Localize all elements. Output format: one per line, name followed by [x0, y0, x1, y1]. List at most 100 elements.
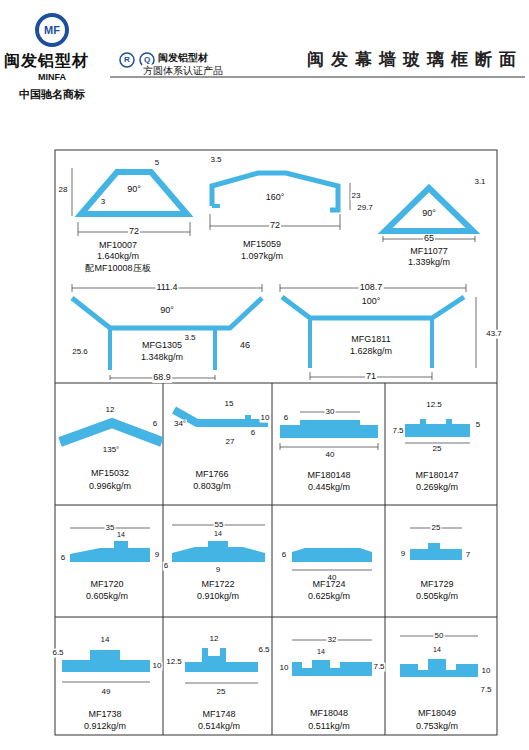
profile-code: MFG1811 — [350, 335, 391, 345]
dimension-value: 27 — [225, 438, 236, 447]
dimension-value: 9 — [400, 550, 406, 559]
cert-mark: R — [123, 56, 131, 65]
unit-weight: 1.640kg/m — [96, 252, 140, 262]
profile-code: MF18048 — [309, 709, 349, 719]
dimension-value: 35 — [105, 524, 116, 533]
logo-mark: MF — [43, 24, 61, 36]
dimension-value: 25 — [432, 445, 443, 454]
dimension-value: 10 — [481, 667, 492, 676]
dimension-value: 10 — [152, 662, 163, 671]
dimension-value: 15 — [224, 400, 235, 409]
angle-dimension: 90° — [126, 185, 142, 195]
dimension-value: 6 — [152, 420, 158, 429]
dimension-value: 72 — [128, 227, 140, 237]
dimension-value: 6 — [250, 429, 256, 438]
dimension-value: 7.5 — [372, 663, 385, 672]
dimension-value: 65 — [423, 234, 435, 244]
profile-code: MF1766 — [194, 470, 229, 480]
unit-weight: 0.625kg/m — [307, 592, 351, 602]
unit-weight: 1.348kg/m — [140, 353, 184, 363]
dimension-value: 14 — [316, 648, 326, 656]
profile-code: MF1720 — [89, 580, 124, 590]
angle-dimension: 90° — [421, 209, 437, 219]
dimension-value: 5 — [475, 421, 481, 430]
dimension-value: 30 — [325, 408, 336, 417]
unit-weight: 1.628kg/m — [349, 347, 393, 357]
profile-code: MF1738 — [87, 710, 122, 720]
dimension-value: 43.7 — [485, 330, 503, 339]
angle-dimension: 160° — [265, 193, 286, 203]
dimension-value: 71 — [365, 372, 377, 382]
brand-name: 闽发铝型材 — [3, 52, 90, 70]
unit-weight: 0.605kg/m — [85, 592, 129, 602]
dimension-value: 5 — [154, 159, 160, 168]
dimension-value: 12 — [105, 406, 116, 415]
unit-weight: 0.910kg/m — [196, 592, 240, 602]
profile-code: MF180147 — [414, 471, 459, 481]
note-text: 配MF10008压板 — [84, 264, 151, 274]
dimension-value: 111.4 — [155, 283, 178, 293]
unit-weight: 0.996kg/m — [88, 482, 132, 492]
dimension-value: 12.5 — [165, 658, 183, 667]
unit-weight: 0.269kg/m — [415, 483, 459, 493]
dimension-value: 7.5 — [391, 427, 404, 436]
profile-code: MF1748 — [201, 710, 236, 720]
unit-weight: 0.514kg/m — [197, 722, 241, 732]
dimension-value: 49 — [101, 688, 112, 697]
dimension-value: 7 — [465, 551, 471, 560]
unit-weight: 1.097kg/m — [240, 252, 284, 262]
profile-code: MF1724 — [311, 580, 346, 590]
angle-dimension: 34° — [173, 420, 187, 429]
angle-dimension: 90° — [159, 306, 175, 316]
dimension-value: 3 — [100, 198, 106, 207]
dimension-value: 6.5 — [51, 649, 64, 658]
dimension-value: 6.5 — [257, 646, 270, 655]
dimension-value: 3.5 — [183, 334, 196, 343]
dimension-value: 9 — [215, 566, 221, 575]
brand-latin: MINFA — [37, 73, 67, 83]
cert-note: 方圆体系认证产品 — [142, 65, 224, 76]
page-title: 闽发幕墙玻璃框断面 — [307, 48, 523, 71]
profile-code: MF10007 — [98, 241, 138, 251]
profile-code: MFG1305 — [141, 341, 183, 351]
dimension-value: 3.5 — [209, 156, 222, 165]
dimension-value: 25 — [216, 688, 227, 697]
unit-weight: 0.445kg/m — [307, 483, 351, 493]
dimension-value: 68.9 — [152, 373, 172, 383]
dimension-value: 23 — [351, 192, 362, 201]
dimension-value: 32 — [327, 636, 338, 645]
dimension-value: 14 — [432, 646, 442, 654]
profile-code: MF15059 — [242, 240, 282, 250]
dimension-value: 3.1 — [473, 178, 486, 187]
unit-weight: 1.339kg/m — [407, 258, 451, 268]
profile-code: MF1722 — [200, 580, 235, 590]
dimension-value: 6 — [281, 551, 287, 560]
unit-weight: 0.803g/m — [192, 482, 232, 492]
angle-dimension: 100° — [361, 297, 382, 307]
trademark-note: 中国驰名商标 — [18, 88, 86, 100]
dimension-value: 10 — [279, 664, 290, 673]
profile-code: MF15032 — [90, 469, 130, 479]
dimension-value: 46 — [239, 341, 251, 351]
unit-weight: 0.511kg/m — [307, 722, 350, 732]
dimension-value: 14 — [116, 531, 126, 539]
dimension-value: 9 — [154, 551, 160, 560]
dimension-value: 28 — [58, 186, 69, 195]
unit-weight: 0.912kg/m — [83, 722, 127, 732]
unit-weight: 0.753kg/m — [415, 722, 459, 732]
dimension-value: 12 — [209, 635, 220, 644]
profile-code: MF180148 — [306, 471, 351, 481]
dimension-value: 6 — [283, 414, 289, 423]
dimension-value: 10 — [260, 414, 271, 423]
cert-mark: Q — [143, 56, 151, 65]
angle-dimension: 135° — [102, 446, 121, 455]
dimension-value: 25.6 — [71, 348, 89, 357]
dimension-value: 14 — [100, 636, 111, 645]
dimension-value: 6 — [163, 562, 169, 571]
dimension-value: 29.7 — [356, 204, 374, 213]
profile-code: MF11077 — [409, 247, 448, 257]
profile-code: MF18049 — [417, 709, 457, 719]
dimension-value: 25 — [431, 524, 442, 533]
dimension-value: 108.7 — [359, 283, 384, 293]
